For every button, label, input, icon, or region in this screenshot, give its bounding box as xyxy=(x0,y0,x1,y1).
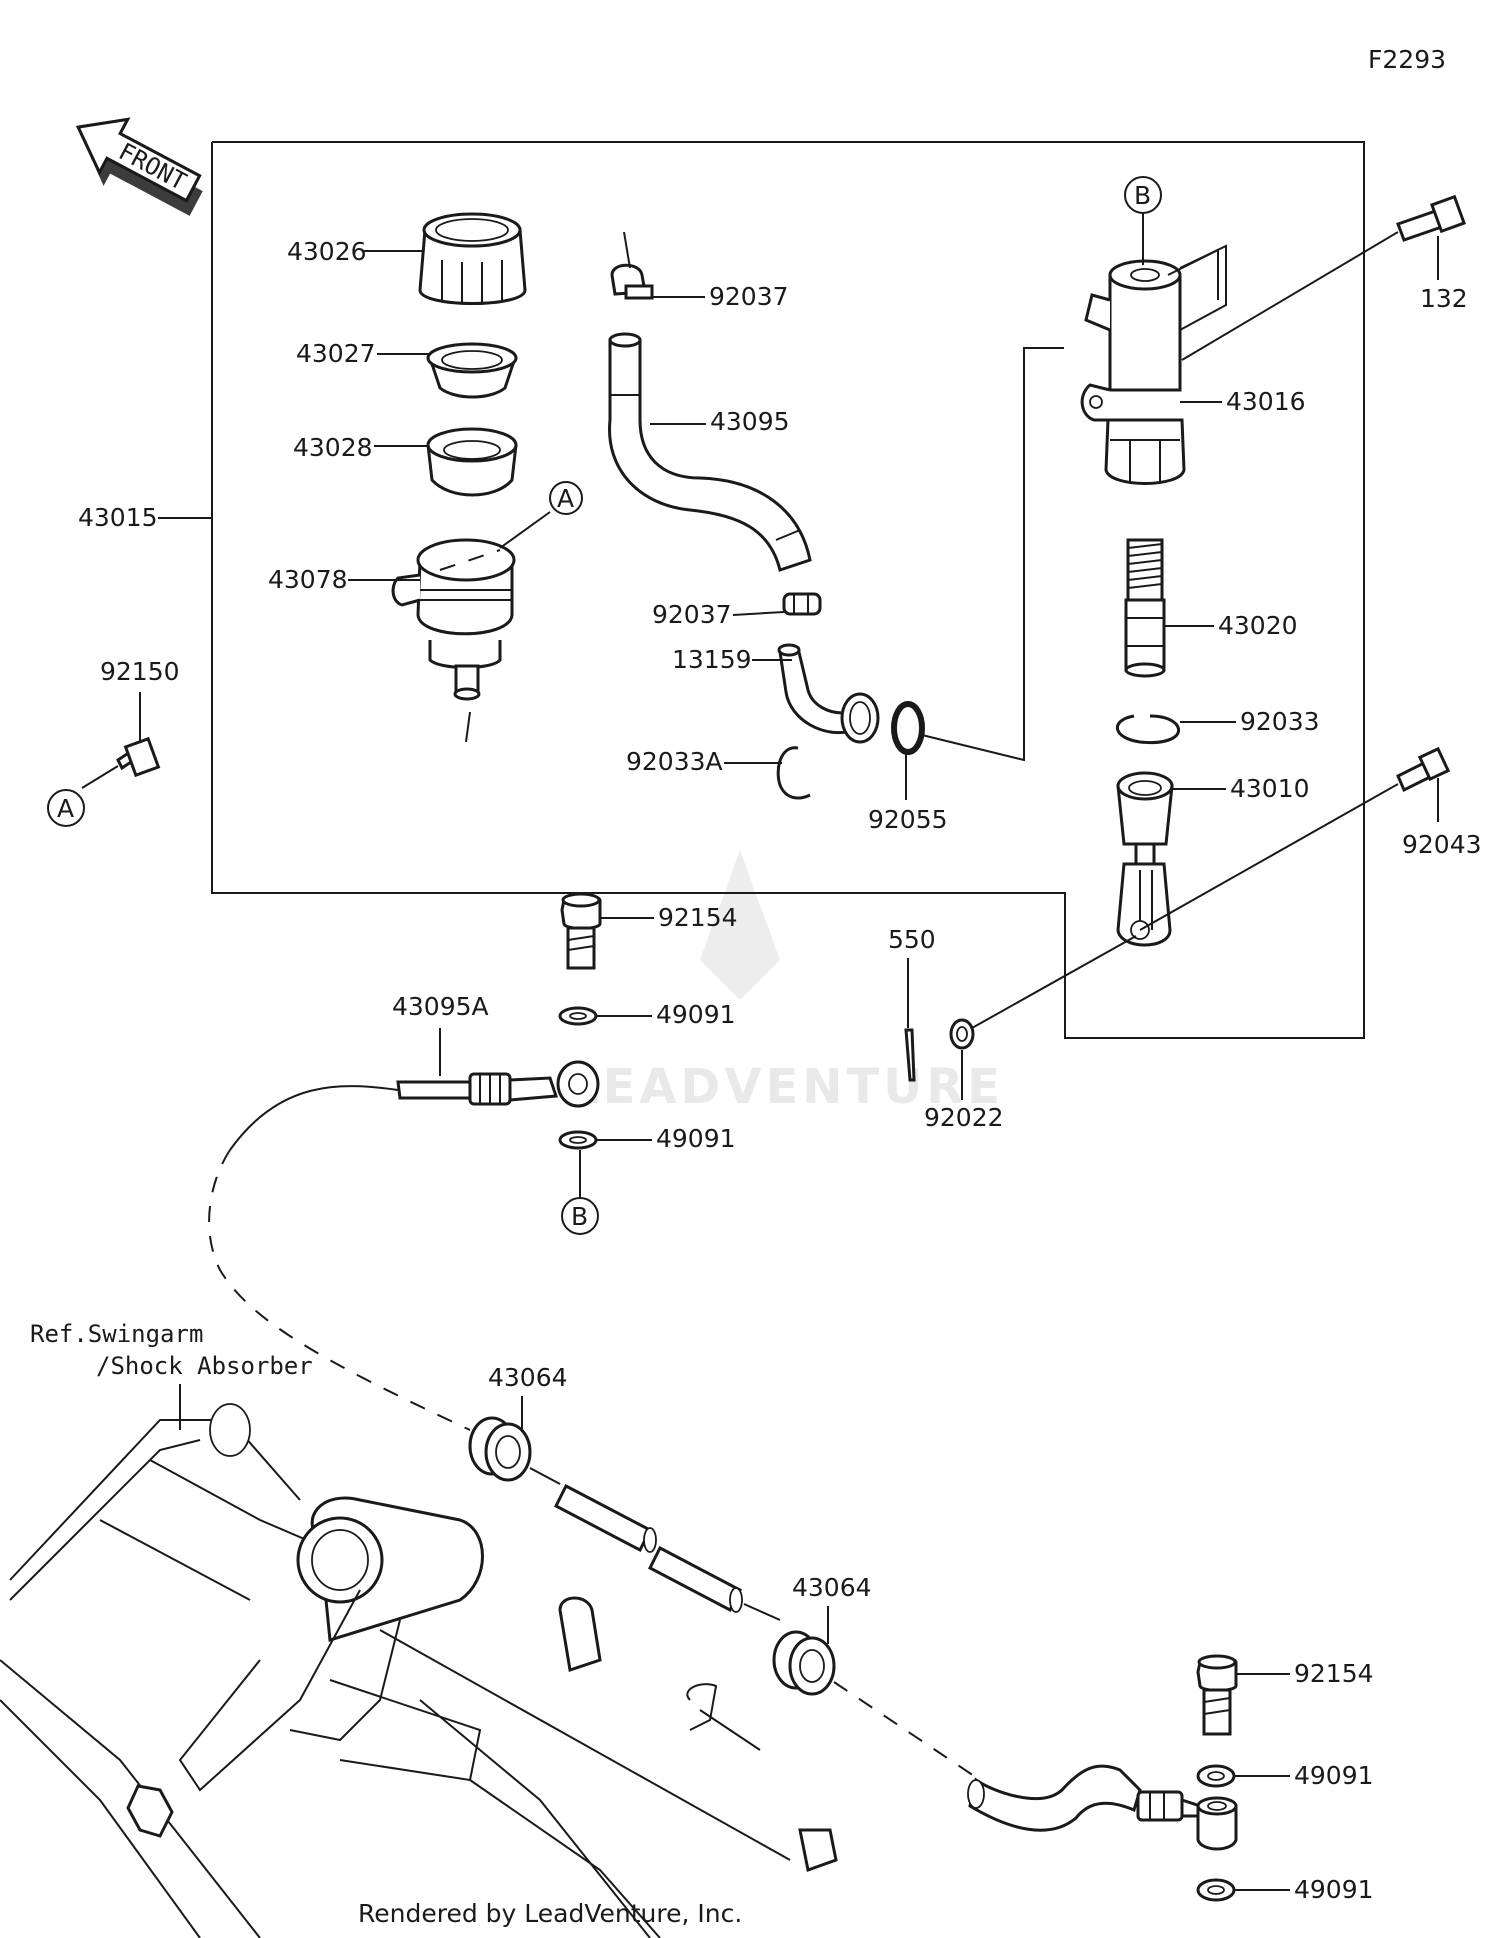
label-43095A: 43095A xyxy=(392,992,489,1021)
hose-43095 xyxy=(608,332,812,572)
watermark-text: LEADVENTURE xyxy=(568,1059,1004,1115)
bubble-b-upper xyxy=(1124,176,1162,214)
label-92033A: 92033A xyxy=(626,747,723,776)
clevis-pin-92043 xyxy=(1139,746,1451,931)
washer-49091-a xyxy=(558,1006,598,1026)
label-43027: 43027 xyxy=(296,339,376,368)
hose-clip-92037-mid xyxy=(782,592,822,616)
label-92043: 92043 xyxy=(1402,830,1482,859)
banjo-bolt-92154-top xyxy=(560,892,602,970)
diaphragm-plate-43027 xyxy=(426,342,518,399)
washer-92022 xyxy=(949,935,1137,1050)
label-43064-lower: 43064 xyxy=(792,1573,872,1602)
ref-note-line2: /Shock Absorber xyxy=(96,1352,313,1380)
label-43078: 43078 xyxy=(268,565,348,594)
reservoir-cap-43026 xyxy=(418,212,527,305)
swingarm-reference xyxy=(0,1403,838,1938)
label-49091-a: 49091 xyxy=(656,1000,736,1029)
bubble-a-lower-label: A xyxy=(57,794,74,823)
reservoir-43078 xyxy=(391,538,516,743)
diaphragm-43028 xyxy=(426,427,518,497)
bubble-a-upper xyxy=(549,481,583,515)
label-92154-top: 92154 xyxy=(658,903,738,932)
label-49091-b: 49091 xyxy=(656,1124,736,1153)
label-43010: 43010 xyxy=(1230,774,1310,803)
label-13159: 13159 xyxy=(672,645,752,674)
label-92037-top: 92037 xyxy=(709,282,789,311)
grommet-43064-upper xyxy=(468,1416,532,1482)
washer-49091-c xyxy=(1196,1764,1236,1788)
label-43064-upper: 43064 xyxy=(488,1363,568,1392)
circlip-92033A xyxy=(776,746,811,800)
label-49091-c: 49091 xyxy=(1294,1761,1374,1790)
o-ring-92055 xyxy=(891,701,925,755)
grommet-43064-lower xyxy=(772,1630,836,1696)
label-43028: 43028 xyxy=(293,433,373,462)
brake-hose-43095A xyxy=(229,1060,600,1151)
bubble-b-lower xyxy=(561,1197,599,1235)
washer-49091-d xyxy=(1196,1878,1236,1902)
label-132: 132 xyxy=(1420,284,1468,313)
label-92055: 92055 xyxy=(868,805,948,834)
cotter-pin-550 xyxy=(904,1028,916,1082)
banjo-fitting-lower xyxy=(1196,1796,1238,1851)
bubble-b-upper-label: B xyxy=(1134,181,1151,210)
ref-note-line1: Ref.Swingarm xyxy=(30,1320,203,1348)
label-43016: 43016 xyxy=(1226,387,1306,416)
elbow-fitting-13159 xyxy=(777,643,880,744)
label-43015: 43015 xyxy=(78,503,158,532)
push-rod-43010 xyxy=(1116,771,1174,947)
footer-text: Rendered by LeadVenture, Inc. xyxy=(358,1899,742,1928)
piston-43020 xyxy=(1124,538,1166,678)
bubble-a-lower xyxy=(47,789,85,827)
label-49091-d: 49091 xyxy=(1294,1875,1374,1904)
front-arrow-icon: FRONT xyxy=(75,117,203,216)
master-cylinder-43016 xyxy=(1080,244,1227,485)
hose-clip-92037-top xyxy=(610,231,654,300)
label-92154-bottom: 92154 xyxy=(1294,1659,1374,1688)
assembly-outline-43015 xyxy=(211,141,1365,1039)
label-92150: 92150 xyxy=(100,657,180,686)
bubble-b-lower-label: B xyxy=(571,1202,588,1231)
label-43095: 43095 xyxy=(710,407,790,436)
bubble-a-upper-label: A xyxy=(557,484,574,513)
label-92022: 92022 xyxy=(924,1103,1004,1132)
label-92033: 92033 xyxy=(1240,707,1320,736)
label-43020: 43020 xyxy=(1218,611,1298,640)
hose-middle-segments xyxy=(529,1467,781,1621)
label-92037-mid: 92037 xyxy=(652,600,732,629)
watermark: LEADVENTURE xyxy=(568,850,1004,1115)
washer-49091-b xyxy=(558,1130,598,1150)
label-43026: 43026 xyxy=(287,237,367,266)
brake-hose-lower-end xyxy=(967,1764,1202,1832)
bolt-92150 xyxy=(81,736,161,789)
diagram-code: F2293 xyxy=(1368,45,1446,74)
label-550: 550 xyxy=(888,925,936,954)
bolt-132 xyxy=(1181,194,1466,361)
banjo-bolt-92154-bottom xyxy=(1196,1654,1238,1736)
circlip-92033 xyxy=(1115,714,1180,745)
